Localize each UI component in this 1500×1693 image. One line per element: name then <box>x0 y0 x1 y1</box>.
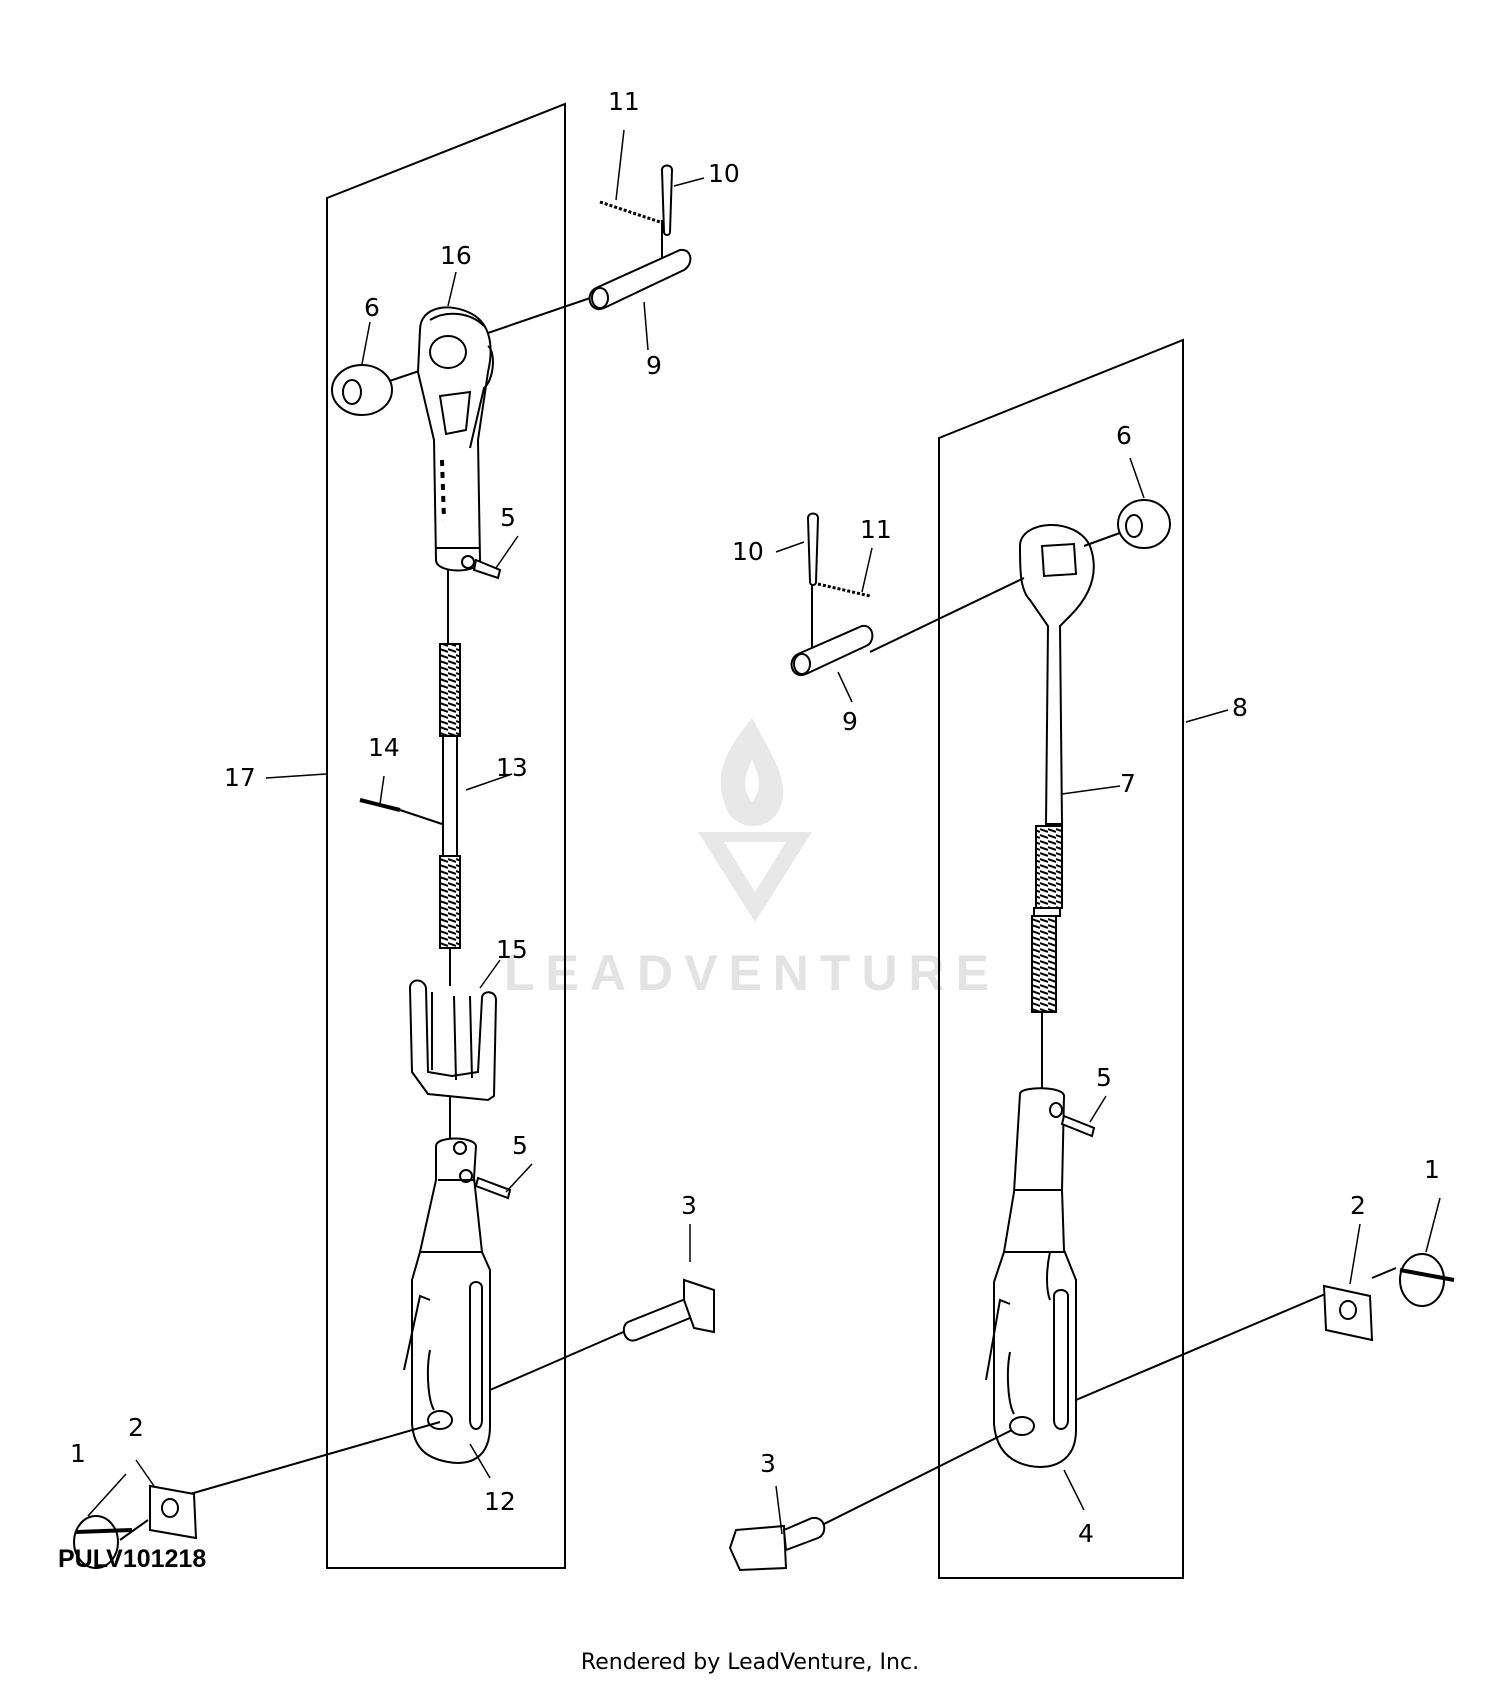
part-10-pin-left <box>660 164 674 236</box>
callout-4: 4 <box>1078 1519 1094 1548</box>
part-10-pin-right <box>806 512 820 586</box>
part-16-top-link-end <box>416 306 494 572</box>
watermark-text: LEADVENTURE <box>504 945 1000 1001</box>
part-7-adjusting-rod <box>1018 524 1095 1013</box>
callout-14: 14 <box>368 733 400 762</box>
callout-13: 13 <box>496 753 528 782</box>
part-1-clip-right <box>1399 1253 1455 1307</box>
callout-9-right: 9 <box>842 707 858 736</box>
part-4-lower-clevis <box>985 1087 1077 1468</box>
part-5-screw-upper-left <box>472 558 502 580</box>
part-5-screw-lower-left <box>474 1176 512 1200</box>
callout-5-lower-left: 5 <box>512 1131 528 1160</box>
callout-6-right: 6 <box>1116 421 1132 450</box>
part-1-clip-left <box>73 1515 149 1569</box>
callout-3-right: 3 <box>760 1449 776 1478</box>
part-3-pin-right <box>728 1516 826 1572</box>
callout-7: 7 <box>1120 769 1136 798</box>
callout-1-right: 1 <box>1424 1155 1440 1184</box>
part-13-threaded-rod <box>439 643 461 949</box>
diagram-code: PULV101218 <box>58 1545 207 1573</box>
leader-lines <box>87 129 1441 1535</box>
callout-17: 17 <box>224 763 256 792</box>
callout-10-left: 10 <box>708 159 740 188</box>
callout-10-right: 10 <box>732 537 764 566</box>
part-15-sleeve <box>408 979 498 1102</box>
callout-11-left: 11 <box>608 87 640 116</box>
watermark-logo: LEADVENTURE <box>504 718 1000 1001</box>
part-2-washer-left <box>149 1484 198 1540</box>
part-3-pin-left <box>622 1278 715 1342</box>
callout-11-right: 11 <box>860 515 892 544</box>
part-6-ball-right <box>1117 499 1171 549</box>
callout-5-upper-left: 5 <box>500 503 516 532</box>
part-6-ball-left <box>331 364 393 416</box>
part-11-cotter-right <box>817 582 871 598</box>
callout-8: 8 <box>1232 693 1248 722</box>
part-11-cotter-left <box>599 200 661 224</box>
callout-2-right: 2 <box>1350 1191 1366 1220</box>
render-credit: Rendered by LeadVenture, Inc. <box>580 1650 920 1675</box>
part-14-roll-pin <box>359 798 443 825</box>
right-assembly-frame <box>938 338 1184 1579</box>
callout-1-left: 1 <box>70 1439 86 1468</box>
part-5-screw-right <box>1060 1114 1096 1138</box>
callout-5-right: 5 <box>1096 1063 1112 1092</box>
part-9-pin-right <box>790 624 874 677</box>
part-9-pin-left <box>588 248 692 311</box>
left-assembly-frame <box>326 102 566 1569</box>
callout-2-left: 2 <box>128 1413 144 1442</box>
callout-16: 16 <box>440 241 472 270</box>
callout-15: 15 <box>496 935 528 964</box>
callout-labels: 1 2 3 5 5 6 9 10 11 12 13 14 15 16 17 1 … <box>70 87 1440 1548</box>
callout-12: 12 <box>484 1487 516 1516</box>
callout-3-left: 3 <box>681 1191 697 1220</box>
part-2-washer-right <box>1322 1284 1374 1342</box>
callout-9-left: 9 <box>646 351 662 380</box>
callout-6-left: 6 <box>364 293 380 322</box>
